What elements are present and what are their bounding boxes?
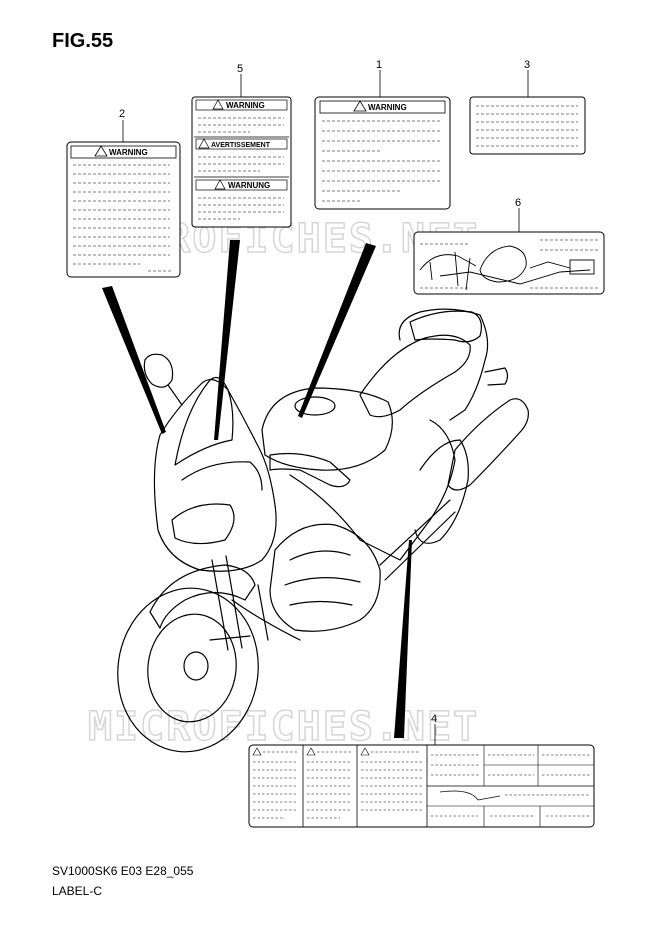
lower-line	[231, 584, 301, 641]
handlebar	[269, 452, 351, 488]
pointer-label-2	[102, 286, 166, 434]
tail-cowl	[398, 308, 489, 421]
figure-title: FIG.55	[52, 30, 114, 52]
seat	[359, 334, 471, 418]
label-3	[469, 96, 586, 155]
warning-triangle-icon	[306, 747, 316, 756]
exhaust	[447, 398, 529, 491]
engine-block	[269, 523, 381, 632]
warning-triangle-icon	[360, 747, 370, 756]
warning-triangle-icon	[353, 100, 367, 112]
pointer-label-4	[394, 540, 412, 738]
callout-6: 6	[515, 197, 521, 209]
callout-3: 3	[524, 59, 530, 71]
label-5-heading-de: WARNUNG	[228, 181, 270, 190]
label-4	[248, 744, 595, 828]
left-mirror	[143, 353, 183, 406]
label-1-heading: WARNING	[368, 103, 407, 112]
fuel-cap	[294, 396, 336, 416]
front-hub	[183, 651, 209, 681]
label-6	[413, 231, 605, 295]
label-5-heading-en: WARNING	[226, 101, 265, 110]
label-5-heading-fr: AVERTISSEMENT	[211, 142, 271, 149]
rear-wheel	[414, 439, 469, 544]
front-fender	[149, 564, 256, 629]
label-2-heading: WARNING	[109, 148, 148, 157]
label-4-inner-curve	[439, 790, 501, 801]
callout-5: 5	[237, 63, 243, 75]
pointer-label-1	[298, 243, 376, 418]
frame	[289, 419, 456, 561]
warning-triangle-icon	[214, 179, 226, 190]
callout-1: 1	[376, 59, 382, 71]
warning-triangle-icon	[198, 138, 210, 149]
headlight	[171, 503, 235, 545]
fuel-tank	[261, 387, 393, 471]
warning-triangle-icon	[212, 99, 224, 110]
pointer-label-5	[214, 240, 240, 440]
front-rim	[147, 613, 237, 723]
label-1: WARNING	[314, 96, 451, 210]
front-fairing	[153, 379, 277, 572]
watermark-bottom: MICROFICHES.NET	[88, 704, 479, 750]
front-tire	[117, 587, 259, 753]
motorcycle-illustration	[117, 308, 529, 753]
label-5: WARNING AVERTISSEMENT WARNUNG	[191, 96, 292, 228]
engine-detail	[284, 550, 361, 606]
swing-arm	[379, 499, 456, 581]
windscreen	[174, 377, 234, 466]
callout-2: 2	[119, 108, 125, 120]
model-code: SV1000SK6 E03 E28_055	[52, 864, 194, 878]
callout-4: 4	[431, 713, 437, 725]
warning-triangle-icon	[252, 747, 262, 756]
label-2-text-lines	[73, 164, 172, 272]
tail-light	[484, 367, 509, 386]
warning-triangle-icon	[94, 145, 108, 157]
label-1-text-lines	[322, 120, 440, 202]
fairing-inner-line	[181, 461, 263, 491]
pillion-seat	[409, 310, 482, 343]
label-2: WARNING	[66, 141, 181, 278]
callout-pointers	[102, 240, 412, 738]
label-3-text-lines	[476, 105, 578, 147]
label-6-hose-diagram	[419, 245, 595, 291]
page-caption: LABEL-C	[52, 884, 103, 898]
callout-leaders	[122, 70, 529, 745]
